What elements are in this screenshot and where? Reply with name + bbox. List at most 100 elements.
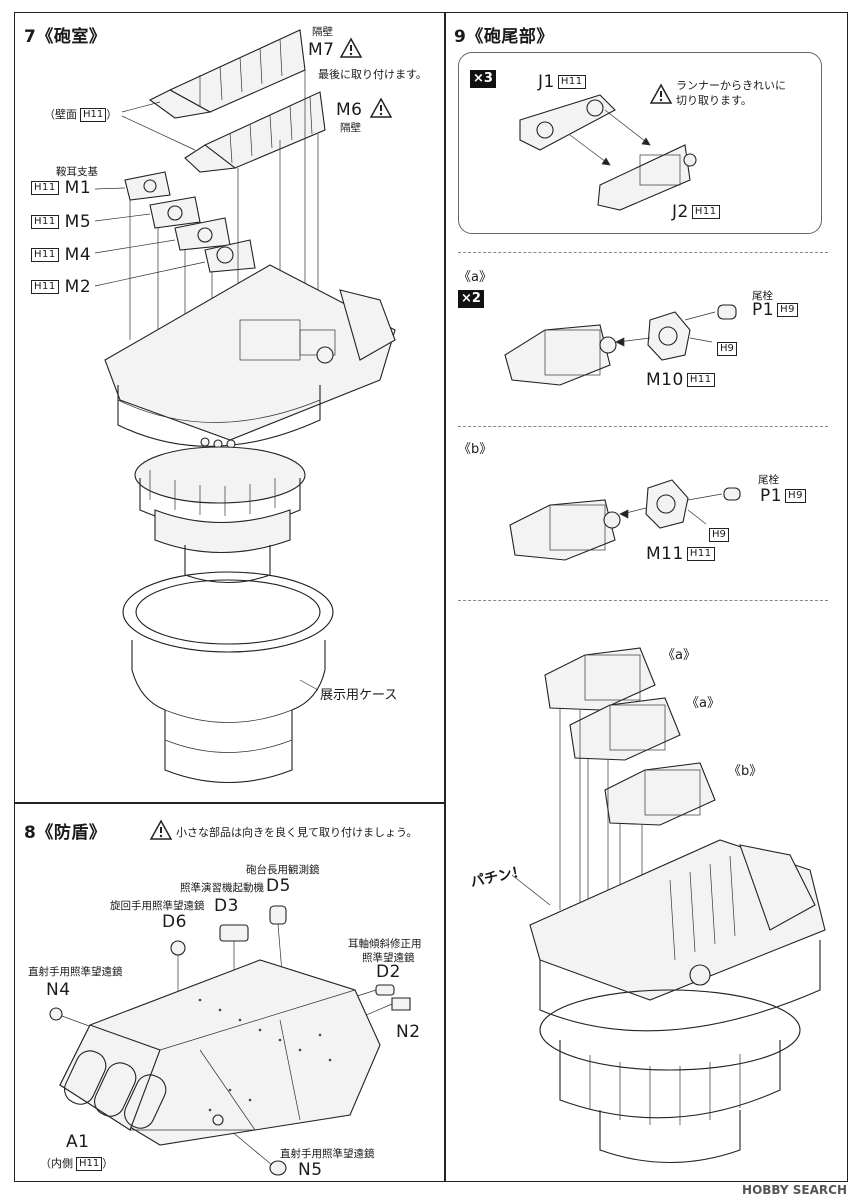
b-p1-name: 尾栓 (758, 474, 779, 486)
assembled-drum (539, 940, 821, 1163)
m2-label: H11 M2 (28, 277, 91, 297)
warning-icon (369, 97, 393, 118)
breech-block-a (504, 324, 617, 386)
bracket-m5 (149, 196, 201, 229)
assembly-tag-a2: 《a》 (686, 696, 720, 711)
part-n5 (269, 1160, 287, 1176)
bulkhead-m7 (148, 29, 306, 119)
section-8-warning: 小さな部品は向きを良く見て取り付けましょう。 (176, 826, 418, 839)
breech-assembly-a2 (569, 697, 681, 761)
breech-j-parts-diagram (519, 94, 697, 211)
assembled-turret-platform (529, 839, 826, 1001)
m6-name: 隔壁 (340, 122, 361, 134)
multiplier-badge: ×3 (470, 70, 496, 88)
n4-name: 直射手用照準望遠鏡 (28, 966, 123, 978)
section-divider (14, 802, 445, 804)
part-d6 (170, 940, 186, 956)
m7-code: M7 (308, 40, 335, 60)
breech-ring-a (647, 311, 691, 361)
d2-name: 耳軸傾斜修正用 (348, 938, 422, 950)
breech-a-diagram (504, 304, 737, 386)
runner-note-box (458, 52, 822, 234)
d3-code: D3 (214, 896, 239, 916)
d2-name2: 照準望遠鏡 (362, 952, 415, 964)
turret-assembly-diagram (511, 647, 826, 1163)
bracket-m2 (204, 239, 256, 273)
variant-a-label: 《a》 (458, 270, 492, 285)
b-h9-label: H9 (706, 524, 729, 543)
breech-assembly-b (604, 762, 716, 826)
d2-code: D2 (376, 962, 401, 982)
m1-label: H11 M1 (28, 178, 91, 198)
assembly-tag-b: 《b》 (728, 764, 763, 779)
d5-name: 砲台長用観測鏡 (246, 864, 320, 876)
display-case-label: 展示用ケース (320, 688, 398, 703)
bracket-m4 (174, 217, 231, 251)
divider-dashed (458, 252, 828, 253)
part-d3 (219, 924, 249, 942)
breech-block-b (509, 499, 621, 561)
breech-ring-b (645, 479, 689, 529)
n5-name: 直射手用照準望遠鏡 (280, 1148, 375, 1160)
part-d5 (269, 905, 287, 925)
m7-name: 隔壁 (312, 26, 333, 38)
gun-shield (59, 959, 381, 1146)
roller-ring (122, 571, 334, 653)
divider-dashed (458, 600, 828, 601)
d5-name2: 照準演習機起動機 (180, 882, 264, 894)
section-7-title: 7《砲室》 (24, 27, 107, 47)
part-j1 (519, 94, 616, 151)
turret-platform (104, 264, 396, 441)
bracket-m1 (124, 171, 171, 201)
gun-shield-diagram (49, 905, 411, 1176)
part-d2 (375, 984, 395, 996)
a1-code: A1 (66, 1132, 90, 1152)
multiplier-badge-a: ×2 (458, 290, 484, 308)
breech-plug-p1-b (723, 487, 741, 501)
n2-code: N2 (396, 1022, 421, 1042)
warning-icon (339, 37, 363, 58)
n5-code: N5 (298, 1160, 323, 1180)
breech-b-diagram (509, 479, 741, 561)
m1-name: 鞍耳支基 (56, 166, 98, 178)
page-frame (14, 12, 848, 1182)
turret-room-exploded-diagram (94, 29, 396, 784)
breech-plug-p1-a (717, 304, 737, 320)
a-p1-name: 尾栓 (752, 290, 773, 302)
assembly-tag-a1: 《a》 (662, 648, 696, 663)
m6-code: M6 (336, 100, 363, 120)
d6-code: D6 (162, 912, 187, 932)
d5-code: D5 (266, 876, 291, 896)
part-n2 (391, 997, 411, 1011)
d6-name: 旋回手用照準望遠鏡 (110, 900, 205, 912)
n4-code: N4 (46, 980, 71, 1000)
watermark: HOBBY SEARCH (742, 1183, 847, 1197)
m4-label: H11 M4 (28, 245, 91, 265)
column-divider (444, 12, 446, 1182)
upper-drum (117, 385, 321, 449)
section-9-title: 9《砲尾部》 (454, 27, 554, 47)
warning-icon (649, 83, 673, 104)
a-h9-label: H9 (714, 338, 737, 357)
section-8-title: 8《防盾》 (24, 823, 107, 843)
part-j2 (597, 144, 697, 211)
machinery-ring-lower (154, 509, 291, 584)
m7-note: 最後に取り付けます。 (318, 68, 427, 81)
runner-note: ランナーからきれいに 切り取ります。 (676, 79, 786, 107)
divider-dashed (458, 426, 828, 427)
display-case (131, 640, 326, 784)
part-n4 (49, 1007, 63, 1021)
bulkhead-m6 (184, 91, 326, 173)
breech-assembly-a1 (544, 647, 656, 711)
variant-b-label: 《b》 (458, 442, 493, 457)
warning-icon (149, 819, 173, 840)
m5-label: H11 M5 (28, 212, 91, 232)
